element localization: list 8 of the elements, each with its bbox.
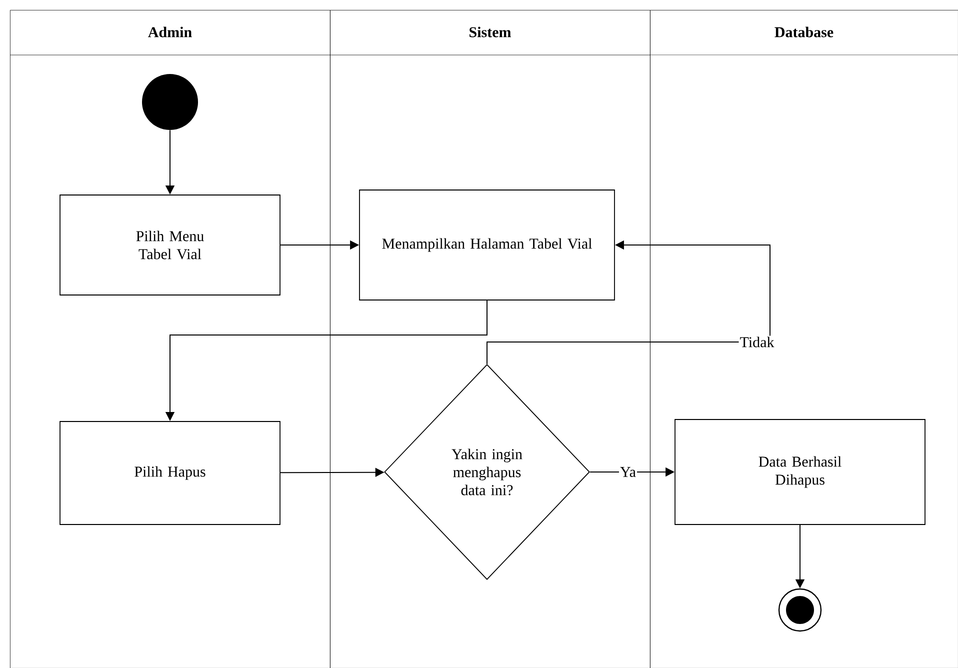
activity-box: Pilih Menu Tabel Vial xyxy=(60,194,280,296)
edge-label: Ya xyxy=(619,466,637,478)
edge-label: Tidak xyxy=(738,336,776,348)
end-node xyxy=(778,588,822,632)
activity-box: Menampilkan Halaman Tabel Vial xyxy=(359,190,615,300)
start-node xyxy=(142,74,198,130)
activity-box: Data Berhasil Dihapus xyxy=(674,419,926,525)
activity-box: Pilih Hapus xyxy=(60,421,280,525)
